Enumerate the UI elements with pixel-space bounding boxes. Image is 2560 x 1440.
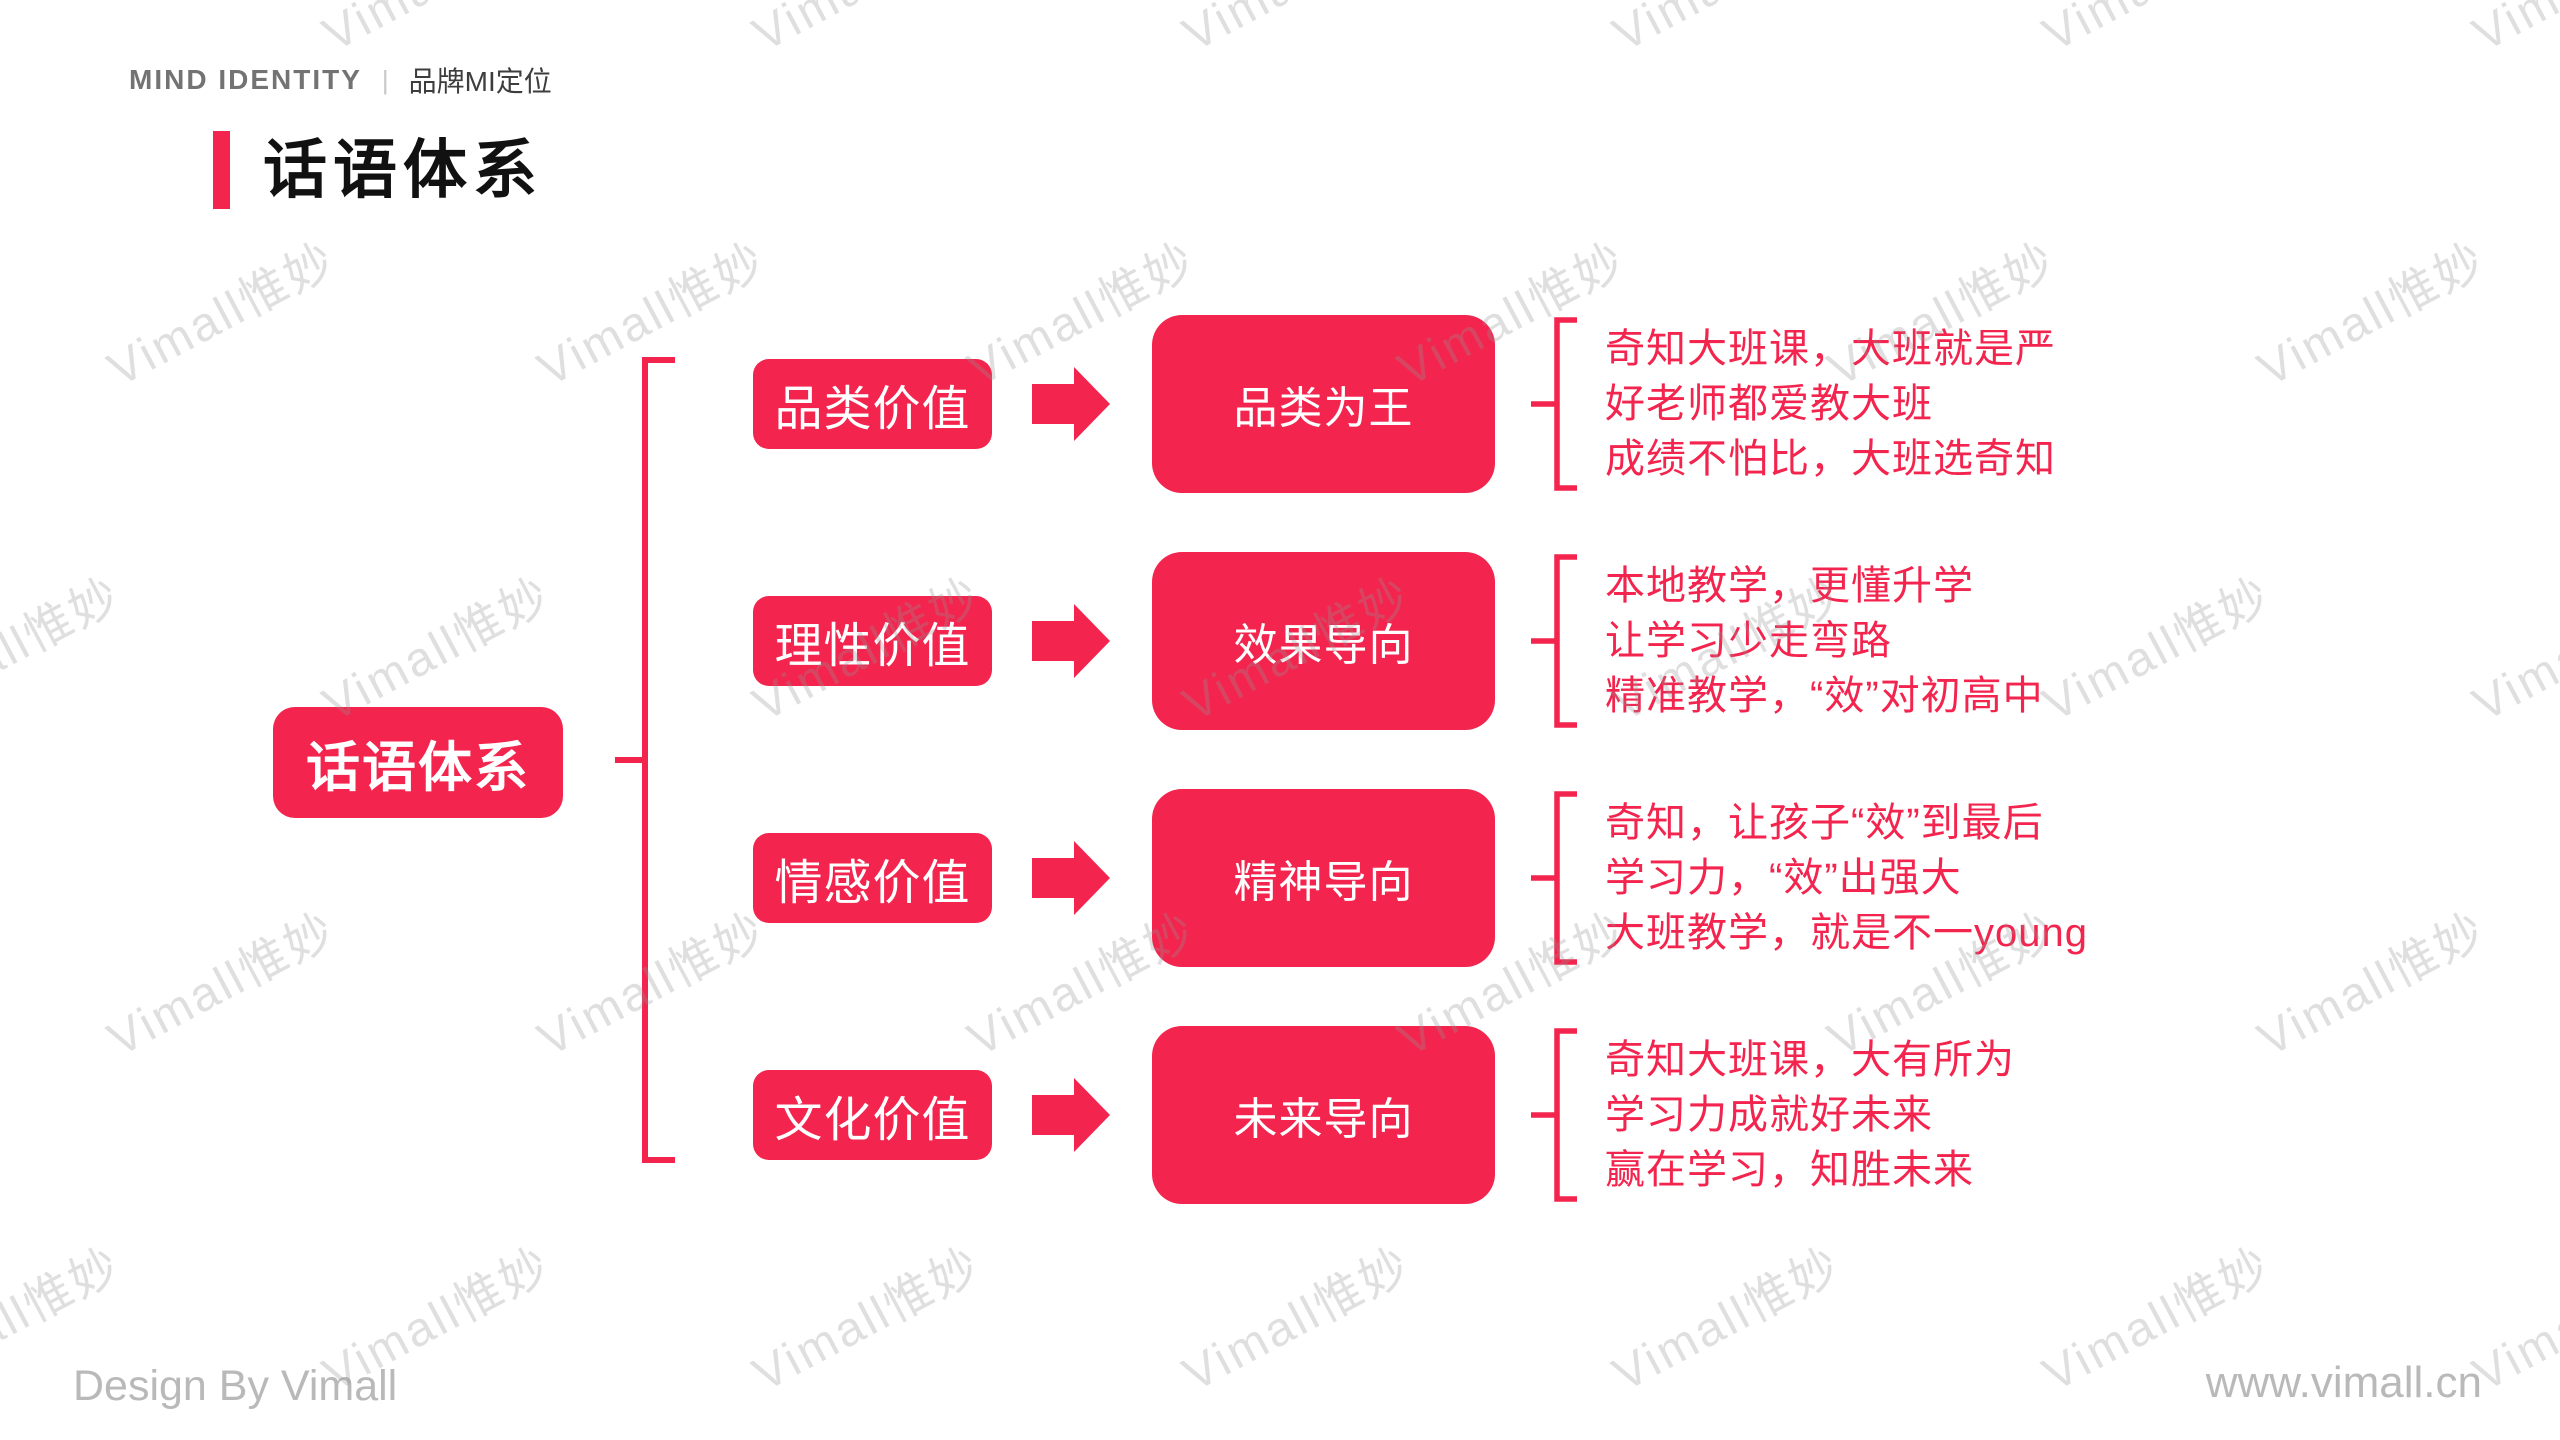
row-bracket (1531, 317, 1577, 491)
arrow-right-icon (1032, 367, 1110, 441)
slogan-line: 奇知大班课，大班就是严 (1605, 326, 2056, 371)
orientation-node: 精神导向 (1152, 789, 1495, 967)
slogan-line: 学习力成就好未来 (1605, 1092, 1933, 1137)
value-node: 文化价值 (753, 1070, 992, 1160)
slogan-line: 成绩不怕比，大班选奇知 (1605, 436, 2056, 481)
slogan-line: 让学习少走弯路 (1605, 618, 1892, 663)
arrow-right-icon (1032, 604, 1110, 678)
row-bracket (1531, 1028, 1577, 1202)
footer-credit: Design By Vimall (73, 1362, 398, 1410)
slogan-line: 赢在学习，知胜未来 (1605, 1147, 1974, 1192)
arrow-right-icon (1032, 841, 1110, 915)
arrow-right-icon (1032, 1078, 1110, 1152)
slogan-list: 本地教学，更懂升学 让学习少走弯路 精准教学，“效”对初高中 (1605, 552, 2044, 730)
header-eyebrow-cn: 品牌MI定位 (408, 66, 552, 97)
value-node: 情感价值 (753, 833, 992, 923)
orientation-node: 品类为王 (1152, 315, 1495, 493)
slogan-line: 精准教学，“效”对初高中 (1605, 673, 2044, 718)
footer-url: www.vimall.cn (2205, 1358, 2482, 1407)
orientation-node: 未来导向 (1152, 1026, 1495, 1204)
slogan-line: 奇知，让孩子“效”到最后 (1605, 800, 2044, 845)
slogan-line: 好老师都爱教大班 (1605, 381, 1933, 426)
slogan-line: 大班教学，就是不一young (1605, 910, 2088, 955)
slogan-list: 奇知大班课，大有所为 学习力成就好未来 赢在学习，知胜未来 (1605, 1026, 2015, 1204)
row-bracket (1531, 791, 1577, 965)
root-node: 话语体系 (273, 707, 563, 818)
value-node: 品类价值 (753, 359, 992, 449)
page-title: 话语体系 (263, 134, 543, 206)
header-eyebrow: MIND IDENTITY | 品牌MI定位 (129, 60, 552, 100)
slogan-line: 本地教学，更懂升学 (1605, 563, 1974, 608)
slogan-list: 奇知大班课，大班就是严 好老师都爱教大班 成绩不怕比，大班选奇知 (1605, 315, 2056, 493)
title-block: 话语体系 (213, 131, 543, 209)
orientation-node: 效果导向 (1152, 552, 1495, 730)
slogan-line: 学习力，“效”出强大 (1605, 855, 1962, 900)
diagram-row: 品类价值 品类为王 奇知大班课，大班就是严 好老师都爱教大班 成绩不怕比，大班选… (0, 315, 2560, 493)
title-accent-bar (213, 131, 230, 209)
slogan-list: 奇知，让孩子“效”到最后 学习力，“效”出强大 大班教学，就是不一young (1605, 789, 2088, 967)
row-bracket (1531, 554, 1577, 728)
root-bracket (615, 357, 675, 1163)
diagram-row: 理性价值 效果导向 本地教学，更懂升学 让学习少走弯路 精准教学，“效”对初高中 (0, 552, 2560, 730)
slogan-line: 奇知大班课，大有所为 (1605, 1037, 2015, 1082)
header-divider: | (381, 64, 389, 95)
header-eyebrow-en: MIND IDENTITY (129, 64, 362, 95)
diagram-row: 文化价值 未来导向 奇知大班课，大有所为 学习力成就好未来 赢在学习，知胜未来 (0, 1026, 2560, 1204)
value-node: 理性价值 (753, 596, 992, 686)
diagram-row: 情感价值 精神导向 奇知，让孩子“效”到最后 学习力，“效”出强大 大班教学，就… (0, 789, 2560, 967)
